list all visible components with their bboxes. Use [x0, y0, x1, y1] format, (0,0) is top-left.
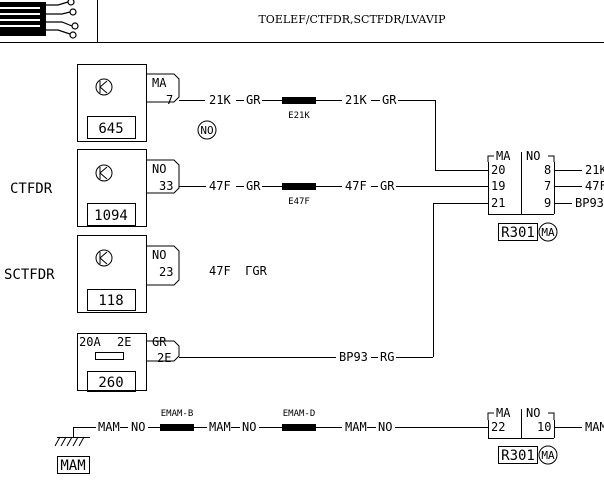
connector-id: R301	[501, 225, 535, 241]
connector-r301-bottom: MA NO 22 10 MAM R301 MA	[487, 406, 604, 465]
wire-label: 47F	[209, 179, 231, 193]
splice	[282, 97, 316, 104]
connector-id: R301	[501, 448, 535, 464]
component-id: 1094	[94, 208, 128, 224]
pin-number: 2E	[157, 351, 171, 365]
pin-number: 7	[166, 93, 173, 107]
wire-label: MAM	[345, 420, 367, 434]
component-118: 118 NO 23	[77, 235, 180, 313]
fuse-icon	[95, 352, 124, 360]
connector-pin: 21	[491, 196, 505, 210]
splice	[160, 424, 194, 431]
transistor-icon	[95, 78, 113, 96]
pin-number: 23	[159, 265, 173, 279]
pin-color: MA	[152, 76, 167, 90]
output-wire-label: MAM	[585, 420, 604, 434]
output-wire-label: BP93	[575, 196, 604, 210]
logo-icon	[0, 0, 79, 39]
splice-label: EMAM-D	[283, 409, 316, 419]
connector-pin: 22	[491, 420, 505, 434]
ground-mam: MAM MAM NO EMAM-B MAM NO EMAM-D MAM NO	[54, 409, 488, 474]
pin-color: GR	[152, 335, 167, 349]
splice	[282, 183, 316, 190]
connector-pin: 19	[491, 179, 505, 193]
row-label-ctfdr: CTFDR	[10, 181, 53, 197]
component-645: 645 MA 7	[77, 64, 180, 142]
wire-bp93: BP93 RG	[179, 203, 488, 364]
page-title: TOELEF/CTFDR,SCTFDR/LVAVIP	[258, 13, 446, 26]
splice	[282, 424, 316, 431]
fuse-slot: 2E	[117, 335, 131, 349]
connector-badge: MA	[541, 226, 555, 239]
wire-color: GR	[382, 93, 397, 107]
wire-color: NO	[242, 420, 256, 434]
pin-color: NO	[152, 248, 166, 262]
splice-label: E21K	[288, 111, 310, 121]
wire-47f: 47F GR E47F 47F GR	[179, 179, 488, 207]
output-wire-label: 21K	[585, 163, 604, 177]
pin-color: NO	[152, 162, 166, 176]
wire-color: GR	[246, 93, 261, 107]
component-id: 260	[98, 375, 123, 391]
wire-label: MAM	[98, 420, 120, 434]
connector-pin: 7	[544, 179, 551, 193]
output-wire-label: 47F	[585, 179, 604, 193]
ground-icon	[54, 427, 96, 447]
wire-color: RG	[380, 350, 394, 364]
connector-badge: MA	[541, 449, 555, 462]
splice-label: E47F	[288, 197, 310, 207]
wire-label: 21K	[209, 93, 231, 107]
connector-pin: 10	[537, 420, 551, 434]
ground-id: MAM	[60, 458, 85, 474]
wire-color: NO	[378, 420, 392, 434]
wire-label: 21K	[345, 93, 367, 107]
row-label-sctfdr: SCTFDR	[4, 267, 55, 283]
fuse-rating: 20A	[79, 335, 101, 349]
wire-label: 47F	[345, 179, 367, 193]
transistor-icon	[95, 164, 113, 182]
connector-left-color: MA	[496, 149, 511, 163]
component-id: 118	[98, 293, 123, 309]
connector-left-color: MA	[496, 406, 511, 420]
wire-label: MAM	[209, 420, 231, 434]
component-id: 645	[98, 121, 123, 137]
connector-right-color: NO	[526, 149, 540, 163]
wire-label: BP93	[339, 350, 368, 364]
transistor-icon	[95, 249, 113, 267]
wire-color: GR	[380, 179, 395, 193]
badge-no: NO	[197, 120, 217, 140]
connector-pin: 9	[544, 196, 551, 210]
wire-color: GR	[246, 179, 261, 193]
splice-label: EMAM-B	[161, 409, 194, 419]
wire-label-47f-gr: 47F ΓGR	[209, 264, 268, 278]
connector-right-color: NO	[526, 406, 540, 420]
wire-21k: 21K GR E21K 21K GR NO	[179, 93, 488, 171]
pin-number: 33	[159, 179, 173, 193]
connector-pin: 20	[491, 163, 505, 177]
connector-pin: 8	[544, 163, 551, 177]
component-1094: 1094 NO 33	[77, 149, 180, 227]
wire-color: NO	[131, 420, 145, 434]
component-260: 260 20A 2E GR 2E	[77, 333, 180, 392]
svg-text:NO: NO	[200, 124, 213, 137]
connector-r301-top: MA NO 20 19 21 8 7 9 21K 47F BP93 R301 M…	[487, 149, 604, 242]
header: TOELEF/CTFDR,SCTFDR/LVAVIP	[0, 0, 604, 43]
